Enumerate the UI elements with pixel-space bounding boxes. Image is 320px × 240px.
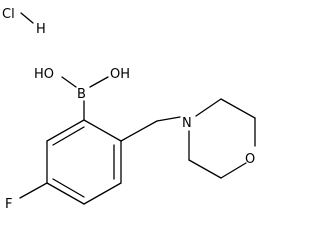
morpholine-bond — [220, 162, 247, 179]
morpholine-bond — [195, 98, 222, 117]
structure-canvas: Cl H HO OH B F N O — [2, 7, 256, 212]
nitrogen-label: N — [182, 116, 192, 131]
morpholine-bond — [220, 98, 256, 119]
ring-bond — [46, 119, 85, 142]
hydrogen-label: H — [36, 22, 46, 37]
hydroxyl-right-label: OH — [110, 67, 130, 82]
ring-bond — [46, 182, 85, 205]
ring-bond — [83, 119, 122, 142]
boron-label: B — [77, 87, 86, 102]
h-cl-bond — [20, 12, 34, 24]
structure-drawing: Cl H HO OH B F N O — [2, 7, 256, 212]
c-f-bond — [19, 182, 48, 199]
ch2-bond — [120, 120, 158, 142]
fluorine-label: F — [5, 197, 12, 212]
oxygen-label: O — [245, 152, 255, 167]
b-o-left-bond — [61, 76, 77, 88]
ring-double-bond-inner — [52, 178, 85, 198]
morpholine-ring: N O — [182, 98, 256, 179]
morpholine-bond — [188, 159, 222, 179]
boronic-acid-group: HO OH B — [34, 67, 130, 121]
ch2-n-bond — [156, 116, 181, 122]
b-o-right-bond — [89, 76, 109, 88]
hydrogen-chloride: Cl H — [2, 7, 46, 37]
ring-double-bond-inner — [52, 126, 85, 146]
ring-bond — [83, 182, 122, 205]
chlorine-label: Cl — [2, 7, 15, 22]
hydroxyl-left-label: HO — [34, 67, 54, 82]
benzene-ring — [46, 119, 122, 205]
